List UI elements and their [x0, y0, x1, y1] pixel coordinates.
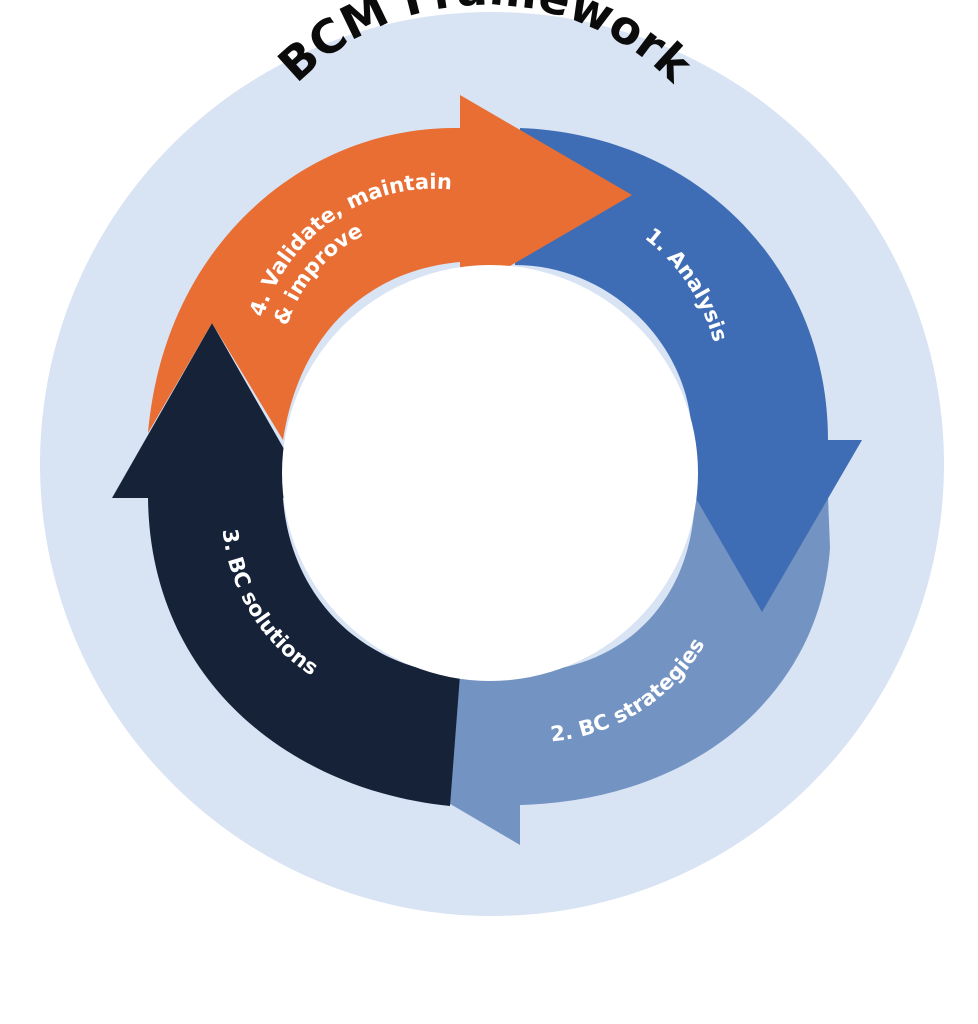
stage-solutions-arrow — [112, 323, 460, 806]
stage-analysis-arrow — [515, 128, 862, 612]
stage-strategies-arrow — [345, 497, 830, 845]
center-hole — [282, 265, 698, 681]
stage-validate-arrow — [148, 95, 632, 440]
